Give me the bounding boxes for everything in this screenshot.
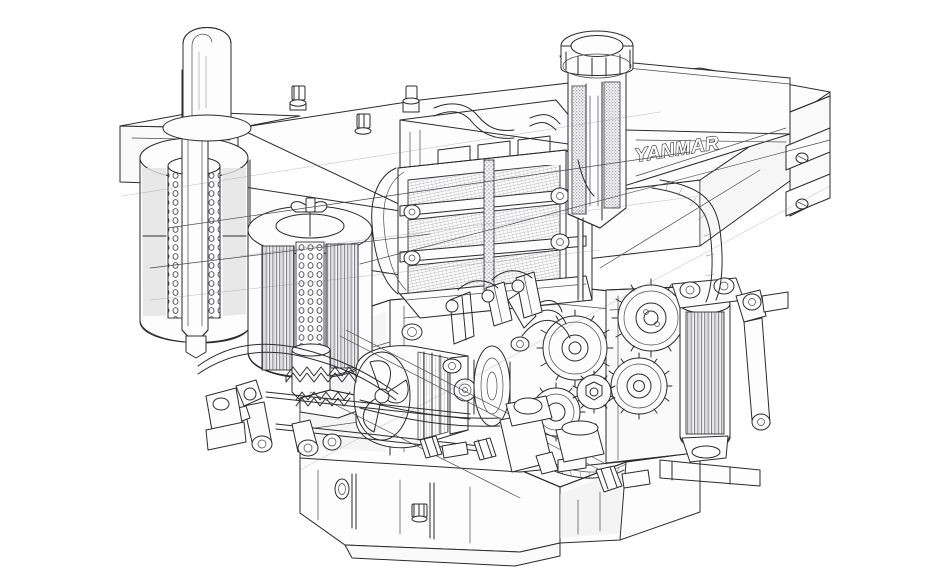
breather-tube — [182, 27, 232, 129]
hx-clamp-2 — [403, 250, 421, 266]
coolant-hoses — [149, 103, 831, 499]
hx-clamp-1 — [403, 204, 421, 220]
injection-pump — [419, 395, 651, 493]
oil-pump-gear — [572, 370, 616, 414]
expansion-tank — [560, 30, 634, 301]
injection-gear — [605, 352, 673, 420]
boss-1 — [401, 323, 423, 341]
drain-plug — [411, 503, 428, 523]
oil-filter-head — [671, 277, 745, 309]
governor-lever — [229, 379, 273, 453]
camshaft-gear — [611, 278, 691, 358]
hx-clamp-3 — [550, 187, 570, 205]
sea-water-filter — [139, 27, 252, 359]
boss-2 — [442, 358, 462, 374]
union-nut-2 — [473, 437, 497, 461]
oil-filter — [671, 277, 789, 463]
pushrod-cut — [445, 270, 543, 345]
cover-bolt-left2 — [354, 113, 372, 135]
alternator — [353, 345, 477, 449]
union-nut-1 — [419, 435, 469, 459]
cover-bolt-left — [289, 85, 307, 111]
block-fasteners — [322, 85, 530, 451]
section-guides — [121, 111, 831, 471]
stud-top-1 — [402, 85, 420, 113]
hex-bolt-a — [595, 465, 651, 493]
mounting-bracket — [785, 95, 831, 217]
engine-foot-left — [205, 387, 247, 451]
boss-4 — [322, 433, 342, 451]
hx-clamp-4 — [550, 233, 570, 251]
governor-clevis — [291, 419, 319, 457]
fuel-filter — [247, 197, 373, 419]
thermostat-housing — [555, 420, 605, 463]
alternator-fan — [362, 360, 409, 433]
boss-3 — [510, 336, 530, 352]
filler-cap — [560, 30, 634, 79]
heat-exchanger — [371, 149, 593, 319]
timing-gear-train — [507, 278, 691, 480]
governor-spring-1 — [285, 366, 357, 383]
filter-support-arm — [735, 289, 789, 431]
idler-gear — [536, 309, 614, 387]
